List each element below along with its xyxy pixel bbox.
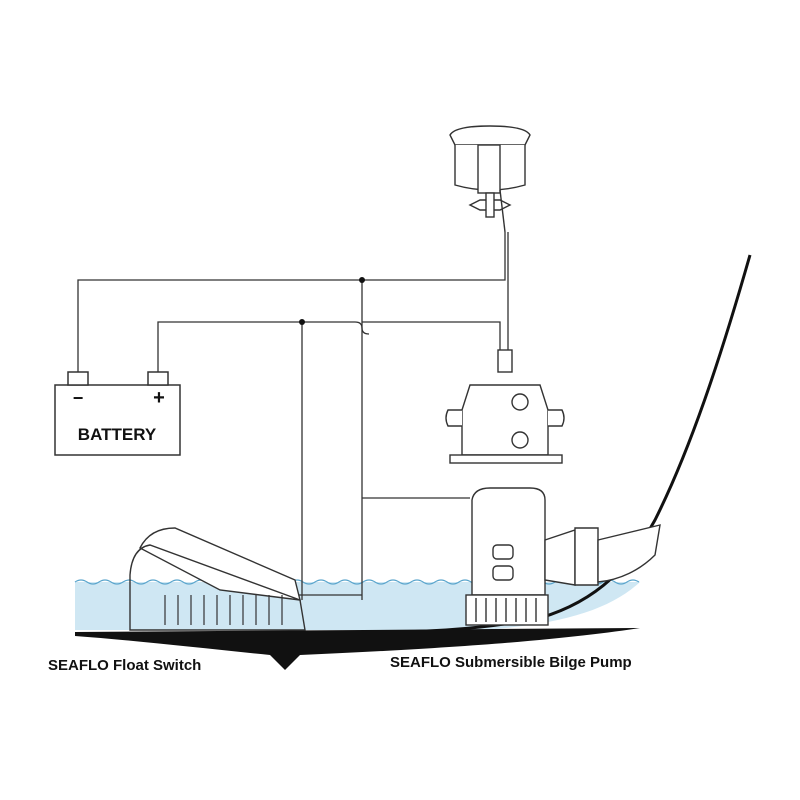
float-switch-arm (139, 527, 301, 601)
controller-body (461, 384, 549, 456)
float-switch-label: SEAFLO Float Switch (48, 657, 201, 674)
wire-positive-to-counter (362, 321, 501, 352)
pump-outlet (544, 529, 576, 586)
battery-body (54, 384, 181, 456)
bilge-pump-label: SEAFLO Submersible Bilge Pump (390, 654, 632, 671)
water (74, 579, 640, 630)
battery-label: BATTERY (78, 425, 157, 444)
float-switch (129, 527, 306, 631)
battery-positive-symbol: + (153, 387, 165, 409)
switch-cable (499, 189, 506, 233)
pump-base (465, 594, 549, 626)
pump-base-ribs (475, 598, 537, 622)
controller-left-tab (445, 409, 462, 427)
float-switch-controller (445, 349, 565, 464)
controller-connector (497, 349, 513, 373)
battery: − + BATTERY (54, 371, 181, 456)
wires (77, 232, 509, 600)
hull-keel (75, 628, 640, 670)
switch-stem (477, 144, 501, 194)
pump-body (471, 487, 546, 596)
float-switch-housing (129, 544, 306, 631)
switch-screw (485, 192, 495, 218)
switch-cap (449, 125, 531, 146)
junction-dot-positive (299, 319, 305, 325)
controller-hole-top (511, 393, 529, 411)
control-panel-switch (449, 125, 531, 233)
bilge-pump (465, 487, 661, 626)
pump-window-bottom (492, 565, 514, 581)
battery-terminal-positive (147, 371, 169, 386)
pump-window-top (492, 544, 514, 560)
controller-base (449, 454, 563, 464)
junction-dot-top (359, 277, 365, 283)
water-body (75, 582, 640, 630)
battery-negative-symbol: − (73, 388, 84, 408)
wire-positive-loop (157, 321, 370, 372)
pump-outlet-collar (574, 527, 599, 586)
float-switch-grille (164, 595, 283, 625)
controller-hole-bottom (511, 431, 529, 449)
pump-hose (597, 524, 661, 583)
wire-negative-loop (77, 232, 506, 372)
battery-terminal-negative (67, 371, 89, 386)
controller-right-tab (548, 409, 565, 427)
